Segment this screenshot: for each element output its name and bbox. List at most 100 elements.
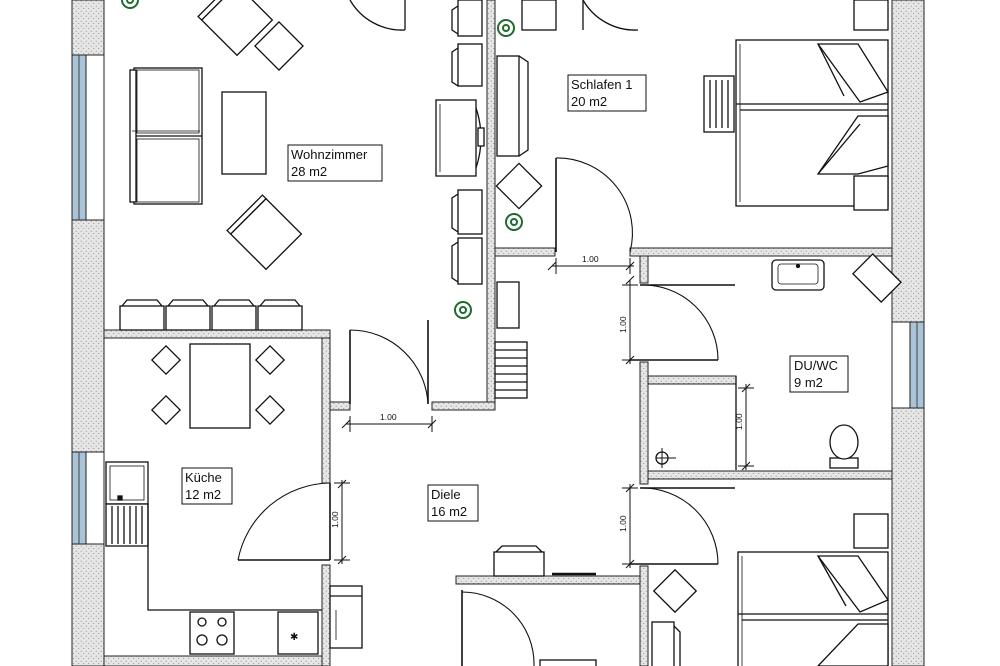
- kitchen-counter: [147, 504, 322, 611]
- dim-label-living-hall: 1.00: [380, 412, 397, 422]
- hall-furniture: [493, 281, 597, 666]
- plant-2: [497, 19, 515, 37]
- dim-hall-bedroom2: [622, 483, 638, 569]
- coffee-table: [221, 91, 267, 175]
- window-living-left: [71, 54, 105, 221]
- dining-chair-2: [254, 344, 286, 376]
- room-name-wohnzimmer: Wohnzimmer: [291, 147, 368, 162]
- dining-chair-3: [150, 394, 182, 426]
- stove: [189, 611, 235, 655]
- bedroom1-stool: [521, 0, 557, 31]
- room-area-wohnzimmer: 28 m2: [291, 164, 327, 179]
- armchair-bottom: [226, 194, 303, 271]
- room-name-diele: Diele: [431, 487, 461, 502]
- room-name-schlafen1: Schlafen 1: [571, 77, 632, 92]
- washbasin: [771, 259, 825, 291]
- door-hall-bath: [630, 284, 735, 361]
- wall-kitchen-bottom: [103, 655, 323, 666]
- plant-3: [505, 213, 523, 231]
- living-room-furniture: [119, 0, 485, 331]
- room-area-duwc: 9 m2: [794, 375, 823, 390]
- wall-hall-bath-c: [639, 565, 649, 666]
- shelf-unit: [451, 0, 483, 285]
- wall-hall-bath-a: [639, 255, 649, 284]
- wall-bath-bottom: [647, 470, 893, 480]
- dimension-lines: [334, 258, 754, 569]
- window-kitchen-left: [71, 451, 105, 545]
- fridge: [105, 461, 149, 505]
- bedroom1-furniture: [495, 0, 889, 211]
- bedroom1-chair: [495, 162, 543, 210]
- dim-label-kitchen-hall: 1.00: [330, 511, 340, 528]
- wall-living-kitchen: [103, 329, 331, 339]
- plant-1: [121, 0, 139, 9]
- wall-living-bedroom: [486, 0, 496, 409]
- door-hall-bedroom2: [630, 487, 735, 565]
- room-area-diele: 16 m2: [431, 504, 467, 519]
- room-labels: Wohnzimmer 28 m2 Schlafen 1 20 m2 Küche …: [181, 74, 849, 522]
- double-bed-2: [737, 551, 889, 666]
- door-bedroom-top: [582, 0, 639, 31]
- nightstand-1-bottom: [853, 175, 889, 211]
- door-hall-bottom: [461, 590, 535, 666]
- plants: [121, 0, 523, 319]
- tv: [435, 99, 485, 177]
- door-living-hall: [349, 320, 429, 405]
- dim-bedroom-hall: [547, 258, 635, 274]
- sofa: [129, 67, 203, 205]
- wall-kitchen-hall-bottom: [321, 564, 331, 666]
- bath-shelf: [851, 253, 902, 304]
- room-area-schlafen1: 20 m2: [571, 94, 607, 109]
- room-name-duwc: DU/WC: [794, 358, 838, 373]
- wall-kitchen-hall-top: [321, 337, 331, 484]
- window-bath-right: [891, 321, 925, 409]
- hall-shelf: [496, 281, 520, 329]
- bedroom2-furniture: [651, 513, 889, 666]
- sideboard: [119, 299, 303, 331]
- dim-label-bedroom-hall: 1.00: [582, 254, 599, 264]
- dim-kitchen-hall: [334, 479, 350, 565]
- kitchen-furniture: ✱: [105, 343, 363, 655]
- door-bedroom-hall: [555, 157, 633, 253]
- nightstand-1-top: [853, 0, 889, 31]
- windows: [71, 54, 925, 545]
- room-label-duwc: DU/WC 9 m2: [789, 355, 849, 393]
- dim-label-hall-bedroom2: 1.00: [618, 515, 628, 532]
- shoe-cabinet: [493, 545, 596, 577]
- armchair-top: [197, 0, 274, 57]
- hall-cabinet: [329, 585, 363, 649]
- kitchen-sink-rack: [105, 503, 149, 547]
- room-label-kueche: Küche 12 m2: [181, 467, 233, 505]
- wall-hall-top-right: [431, 401, 496, 411]
- svg-text:✱: ✱: [290, 632, 298, 643]
- wall-bedroom-bottom-right: [629, 247, 893, 257]
- dining-table: [189, 343, 251, 429]
- wall-hall-bath-b: [639, 361, 649, 485]
- dining-chair-4: [254, 394, 286, 426]
- radiator-hall: [494, 341, 528, 399]
- radiator-bedroom1: [703, 75, 735, 133]
- dim-living-hall: [341, 416, 437, 432]
- wall-bedroom-bottom-left: [494, 247, 556, 257]
- doors: [237, 0, 737, 666]
- dim-label-shower: 1.00: [734, 413, 744, 430]
- side-table-top: [254, 21, 304, 71]
- room-area-kueche: 12 m2: [185, 487, 221, 502]
- room-label-wohnzimmer: Wohnzimmer 28 m2: [287, 144, 383, 182]
- dim-hall-bath: [622, 275, 638, 365]
- dining-chair-1: [150, 344, 182, 376]
- wardrobe: [496, 55, 529, 157]
- wall-hall-bottom: [455, 575, 641, 585]
- dimension-labels: 1.00 1.00 1.00 1.00 1.00 1.00: [330, 254, 744, 532]
- bottom-cabinet: [539, 659, 597, 666]
- nightstand-2: [853, 513, 889, 549]
- wall-shower-top: [647, 375, 737, 385]
- door-living-top: [349, 0, 406, 31]
- sink-cabinet: ✱: [277, 611, 319, 655]
- room-label-schlafen1: Schlafen 1 20 m2: [567, 74, 647, 112]
- shower-drain: [655, 448, 676, 468]
- toilet: [829, 424, 859, 469]
- dim-shower: [738, 383, 754, 471]
